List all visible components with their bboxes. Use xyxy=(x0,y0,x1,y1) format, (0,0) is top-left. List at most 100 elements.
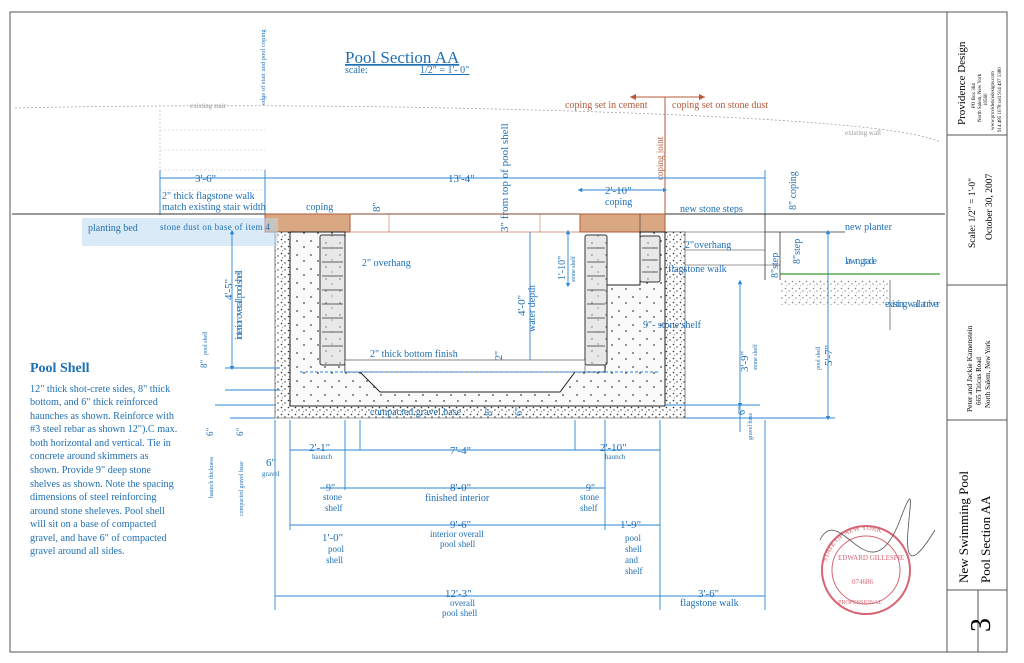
pool-shell-notes: Pool Shell 12" thick shot-crete sides, 8… xyxy=(30,360,180,559)
gravel-word: gravel xyxy=(262,470,280,478)
overhang-left-label: 2" overhang xyxy=(362,258,411,269)
stone-shelf-right xyxy=(584,234,661,366)
haunch-right-label: haunch xyxy=(605,453,626,461)
stamp-number: 074686 xyxy=(852,578,874,586)
sheet-scale: Scale: 1/2" = 1'-0" xyxy=(968,178,978,248)
pool-label-left: pool xyxy=(328,544,345,554)
coping-joint-label: coping joint xyxy=(655,136,665,180)
coping-joint-outline xyxy=(349,213,581,233)
dim-1-9: 1'-9" xyxy=(620,519,641,531)
client-address-1: 665 Titicus Road xyxy=(975,357,983,405)
dim-1-0: 1'-0" xyxy=(322,532,343,544)
stone-shelf-vertical: stone shelf xyxy=(570,256,577,282)
stone-shelf-left xyxy=(319,234,346,366)
overall-label-1: overall xyxy=(450,598,475,608)
bottom-finish xyxy=(344,359,586,373)
dim-8-coping: 8" xyxy=(371,202,383,212)
dim-2-bottom: 2" xyxy=(494,351,505,360)
dim-13-4: 13'-4" xyxy=(448,173,475,185)
project-name: New Swimming Pool xyxy=(956,471,971,583)
compacted-gravel-label: compacted gravel base xyxy=(370,407,462,418)
dim-1-10: 1'-10" xyxy=(557,256,568,280)
firm-phone: 914 485 1078 cell 914 497 1380 xyxy=(998,67,1003,132)
dim-3-from-top: 3" from top of pool shell xyxy=(499,123,511,232)
pool-shell-vertical-right: pool shell xyxy=(816,346,822,370)
flagstone-walk-label: 2" thick flagstone walk xyxy=(162,191,255,202)
bottom-finish-label: 2" thick bottom finish xyxy=(370,349,458,360)
firm-name: Providence Design xyxy=(956,41,968,125)
concrete-shell xyxy=(289,231,666,407)
coping-right-label: coping xyxy=(605,197,632,208)
dim-6-bottom: 6" xyxy=(514,407,525,416)
dim-9-6: 9'-6" xyxy=(450,519,471,531)
firm-address-1: PO Box 364 xyxy=(972,83,977,108)
dim-8-bottom: 8" xyxy=(484,407,495,416)
existing-stair-label: existing stair xyxy=(190,102,227,110)
firm-address-3: 10560 xyxy=(984,93,989,106)
haunch-thickness-label: haunch thickness xyxy=(209,456,215,498)
planting-bed-area xyxy=(82,218,278,246)
stone-label-left: stone xyxy=(323,492,342,502)
title-block: Providence Design PO Box 364 North Salem… xyxy=(946,12,1007,652)
dim-8-coping-right: 8" coping xyxy=(788,171,799,210)
notes-heading: Pool Shell xyxy=(30,361,90,376)
planting-bed-label: planting bed xyxy=(88,223,138,234)
new-planter-label: new planter xyxy=(845,222,893,233)
lawn-label: lawn grade xyxy=(845,256,878,267)
stone-shelf-right-label: 9"- stone shelf xyxy=(643,320,702,331)
dim-6-gravel: 6" xyxy=(235,428,245,437)
haunch-left-label: haunch xyxy=(312,453,333,461)
existing-grade-line xyxy=(14,105,941,143)
interior-overall-2: pool shell xyxy=(440,539,476,549)
shelf-label-left: shelf xyxy=(325,503,343,513)
drawing-title: Pool Section AA xyxy=(345,48,460,67)
gravel-base-vertical: gravel base xyxy=(748,413,754,440)
interior-overall-label: interior overall pool shell xyxy=(234,270,245,340)
coping-cement-label: coping set in cement xyxy=(565,100,648,111)
dim-2-10-bottom: 2'-10" xyxy=(600,442,627,454)
dim-6-gravel-bottom: 6" xyxy=(266,457,276,469)
scale-label: scale: xyxy=(345,65,368,76)
scale-value: 1/2" = 1'- 0" xyxy=(420,65,469,76)
dim-7-4: 7'-4" xyxy=(450,445,471,457)
dim-2-10-top: 2'-10" xyxy=(605,185,632,197)
flagstone-walk-bottom: flagstone walk xyxy=(680,598,739,609)
edge-stair-label: edge of stair and pool coping xyxy=(260,29,267,105)
finished-interior-label: finished interior xyxy=(425,493,490,504)
client-name: Peter and Jackie Kamenstein xyxy=(965,325,974,412)
client-address-2: North Salem, New York xyxy=(984,340,992,408)
pool-shell-vertical: pool shell xyxy=(203,331,209,355)
engineer-stamp: STATE OF NEW YORK EDWARD GILLESPIE 07468… xyxy=(819,498,936,615)
notes-body: 12" thick shot-crete sides, 8" thick bot… xyxy=(30,383,178,558)
pool-shell-shelf-3: and xyxy=(625,555,638,565)
dim-8-0: 8'-0" xyxy=(450,482,471,494)
shell-label-left: shell xyxy=(326,555,343,565)
overhang-right-label: 2"overhang xyxy=(685,240,731,251)
sheet-title-vertical: Pool Section AA xyxy=(978,495,993,583)
coping-right-block xyxy=(579,213,666,233)
dim-4-0: 4'-0" xyxy=(516,295,528,316)
dim-6-right: 6" xyxy=(737,406,748,415)
pool-shell-shelf-1: pool xyxy=(625,533,642,543)
dim-3-9: 3'-9" xyxy=(739,351,751,372)
dim-2-1: 2'-1" xyxy=(309,442,330,454)
sheet-number: 3 xyxy=(966,618,997,632)
flagstone-walk-right-label: flagstone walk xyxy=(668,264,727,275)
sheet-date: October 30, 2007 xyxy=(985,174,995,240)
existing-stair-treads xyxy=(160,129,265,191)
stone-label-right: stone xyxy=(580,492,599,502)
sheet-border xyxy=(9,11,1008,653)
shelf-label-right: shelf xyxy=(580,503,598,513)
interior-overall-1: interior overall xyxy=(430,529,484,539)
new-stone-steps-label: new stone steps xyxy=(680,204,743,215)
stamp-bottom: PROFESSIONAL xyxy=(838,600,882,606)
dim-9-left: 9" xyxy=(326,483,335,494)
coping-stone-dust-label: coping set on stone dust xyxy=(672,100,768,111)
match-stair-label: match existing stair width xyxy=(162,202,266,213)
existing-wall-base xyxy=(780,280,890,305)
dim-3-6-bottom: 3'-6" xyxy=(698,588,719,600)
dim-5-7: 5'-7" xyxy=(823,345,835,366)
firm-address-2: North Salem, New York xyxy=(978,73,983,122)
dim-6-haunch: 6" xyxy=(205,428,215,437)
